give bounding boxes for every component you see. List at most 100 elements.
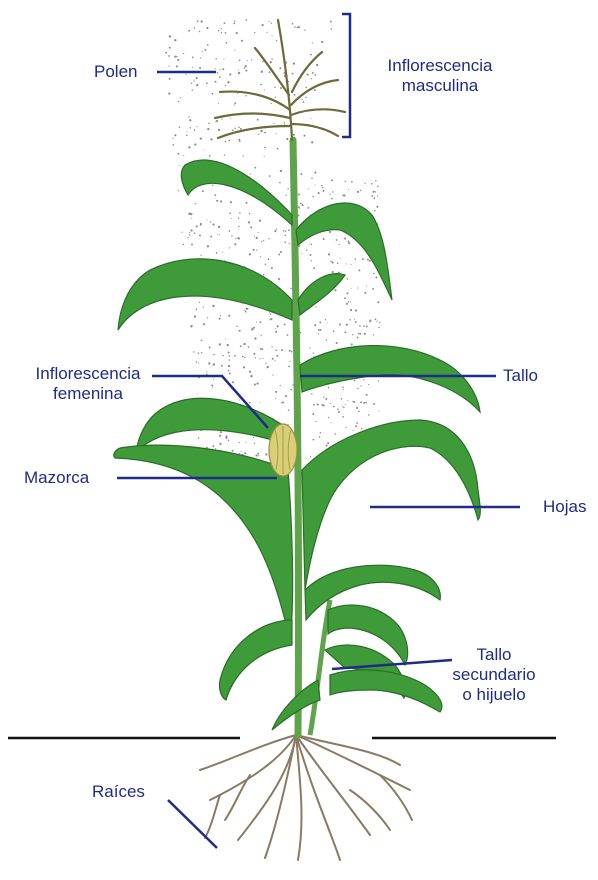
pollen-dot (354, 380, 356, 382)
pollen-dot (238, 218, 239, 219)
pollen-dot (165, 52, 167, 54)
pollen-dot (229, 213, 231, 215)
pollen-dot (214, 194, 216, 196)
pollen-dot (193, 81, 194, 82)
pollen-dot (169, 35, 171, 37)
pollen-dot (331, 198, 333, 200)
pollen-dot (260, 256, 261, 257)
pollen-dot (303, 101, 305, 103)
pollen-dot (229, 359, 231, 361)
pollen-dot (310, 254, 312, 256)
pollen-dot (288, 366, 290, 368)
pollen-dot (232, 129, 234, 131)
pollen-dot (298, 206, 300, 208)
pollen-dot (280, 87, 282, 89)
pollen-dot (221, 32, 222, 33)
pollen-dot (168, 55, 170, 57)
pollen-dot (225, 141, 226, 142)
pollen-dot (258, 232, 259, 233)
pollen-dot (263, 274, 265, 276)
pollen-dot (300, 203, 302, 205)
pollen-dot (209, 155, 211, 157)
pollen-dot (269, 319, 270, 320)
pollen-dot (377, 186, 379, 188)
pollen-dot (271, 58, 272, 59)
pollen-dot (261, 71, 263, 73)
pollen-dot (206, 371, 207, 372)
pollen-dot (228, 365, 230, 367)
pollen-dot (311, 177, 313, 179)
pollen-dot (313, 353, 314, 354)
pollen-dot (233, 23, 235, 25)
pollen-dot (325, 319, 326, 320)
pollen-dot (366, 286, 367, 287)
pollen-dot (336, 239, 338, 241)
pollen-dot (358, 269, 360, 271)
pollen-dot (225, 85, 226, 86)
pollen-dot (311, 141, 313, 143)
pollen-dot (378, 410, 379, 411)
pollen-dot (322, 187, 323, 188)
pollen-dot (222, 68, 224, 70)
pollen-dot (286, 138, 288, 140)
pollen-dot (333, 406, 335, 408)
pollen-dot (228, 315, 230, 317)
pollen-dot (191, 244, 193, 246)
pollen-dot (269, 21, 270, 22)
pollen-dot (228, 352, 230, 354)
pollen-dot (256, 250, 257, 251)
pollen-dot (169, 47, 171, 49)
pollen-dot (319, 329, 321, 331)
pollen-dot (312, 196, 314, 198)
pollen-dot (249, 213, 251, 215)
pollen-dot (287, 188, 288, 189)
pollen-dot (191, 218, 192, 219)
pollen-dot (238, 126, 240, 128)
pollen-dot (345, 427, 346, 428)
pollen-dot (294, 26, 296, 28)
pollen-dot (213, 224, 215, 226)
pollen-dot (314, 74, 316, 76)
pollen-dot (201, 352, 202, 353)
pollen-dot (374, 210, 376, 212)
pollen-dot (366, 326, 368, 328)
pollen-dot (362, 258, 364, 260)
pollen-dot (319, 436, 321, 438)
pollen-dot (376, 321, 377, 322)
pollen-dot (268, 258, 270, 260)
label-inflorescencia-masculina: Inflorescencia masculina (360, 56, 520, 96)
pollen-dot (331, 179, 333, 181)
pollen-dot (343, 389, 344, 390)
pollen-dot (261, 348, 263, 350)
pollen-dot (265, 132, 266, 133)
pollen-dot (234, 50, 235, 51)
pollen-dot (378, 380, 379, 381)
raices-leader (168, 800, 217, 848)
pollen-dot (298, 193, 300, 195)
pollen-dot (238, 72, 240, 74)
pollen-dot (219, 234, 220, 235)
pollen-dot (301, 253, 302, 254)
pollen-dot (328, 253, 330, 255)
pollen-dot (365, 402, 367, 404)
pollen-dot (250, 226, 252, 228)
pollen-dot (349, 319, 351, 321)
pollen-dot (348, 241, 350, 243)
pollen-dot (187, 237, 188, 238)
pollen-dot (271, 23, 272, 24)
pollen-dot (262, 358, 263, 359)
pollen-dot (369, 320, 371, 322)
pollen-dot (329, 231, 331, 233)
pollen-dot (312, 72, 314, 74)
pollen-dot (327, 442, 329, 444)
pollen-dot (196, 77, 198, 79)
pollen-dot (323, 238, 325, 240)
pollen-dot (256, 382, 258, 384)
pollen-dot (191, 325, 193, 327)
pollen-dot (200, 137, 202, 139)
pollen-dot (243, 343, 245, 345)
pollen-dot (188, 30, 190, 32)
pollen-dot (266, 32, 267, 33)
pollen-dot (277, 325, 279, 327)
pollen-dot (218, 129, 220, 131)
